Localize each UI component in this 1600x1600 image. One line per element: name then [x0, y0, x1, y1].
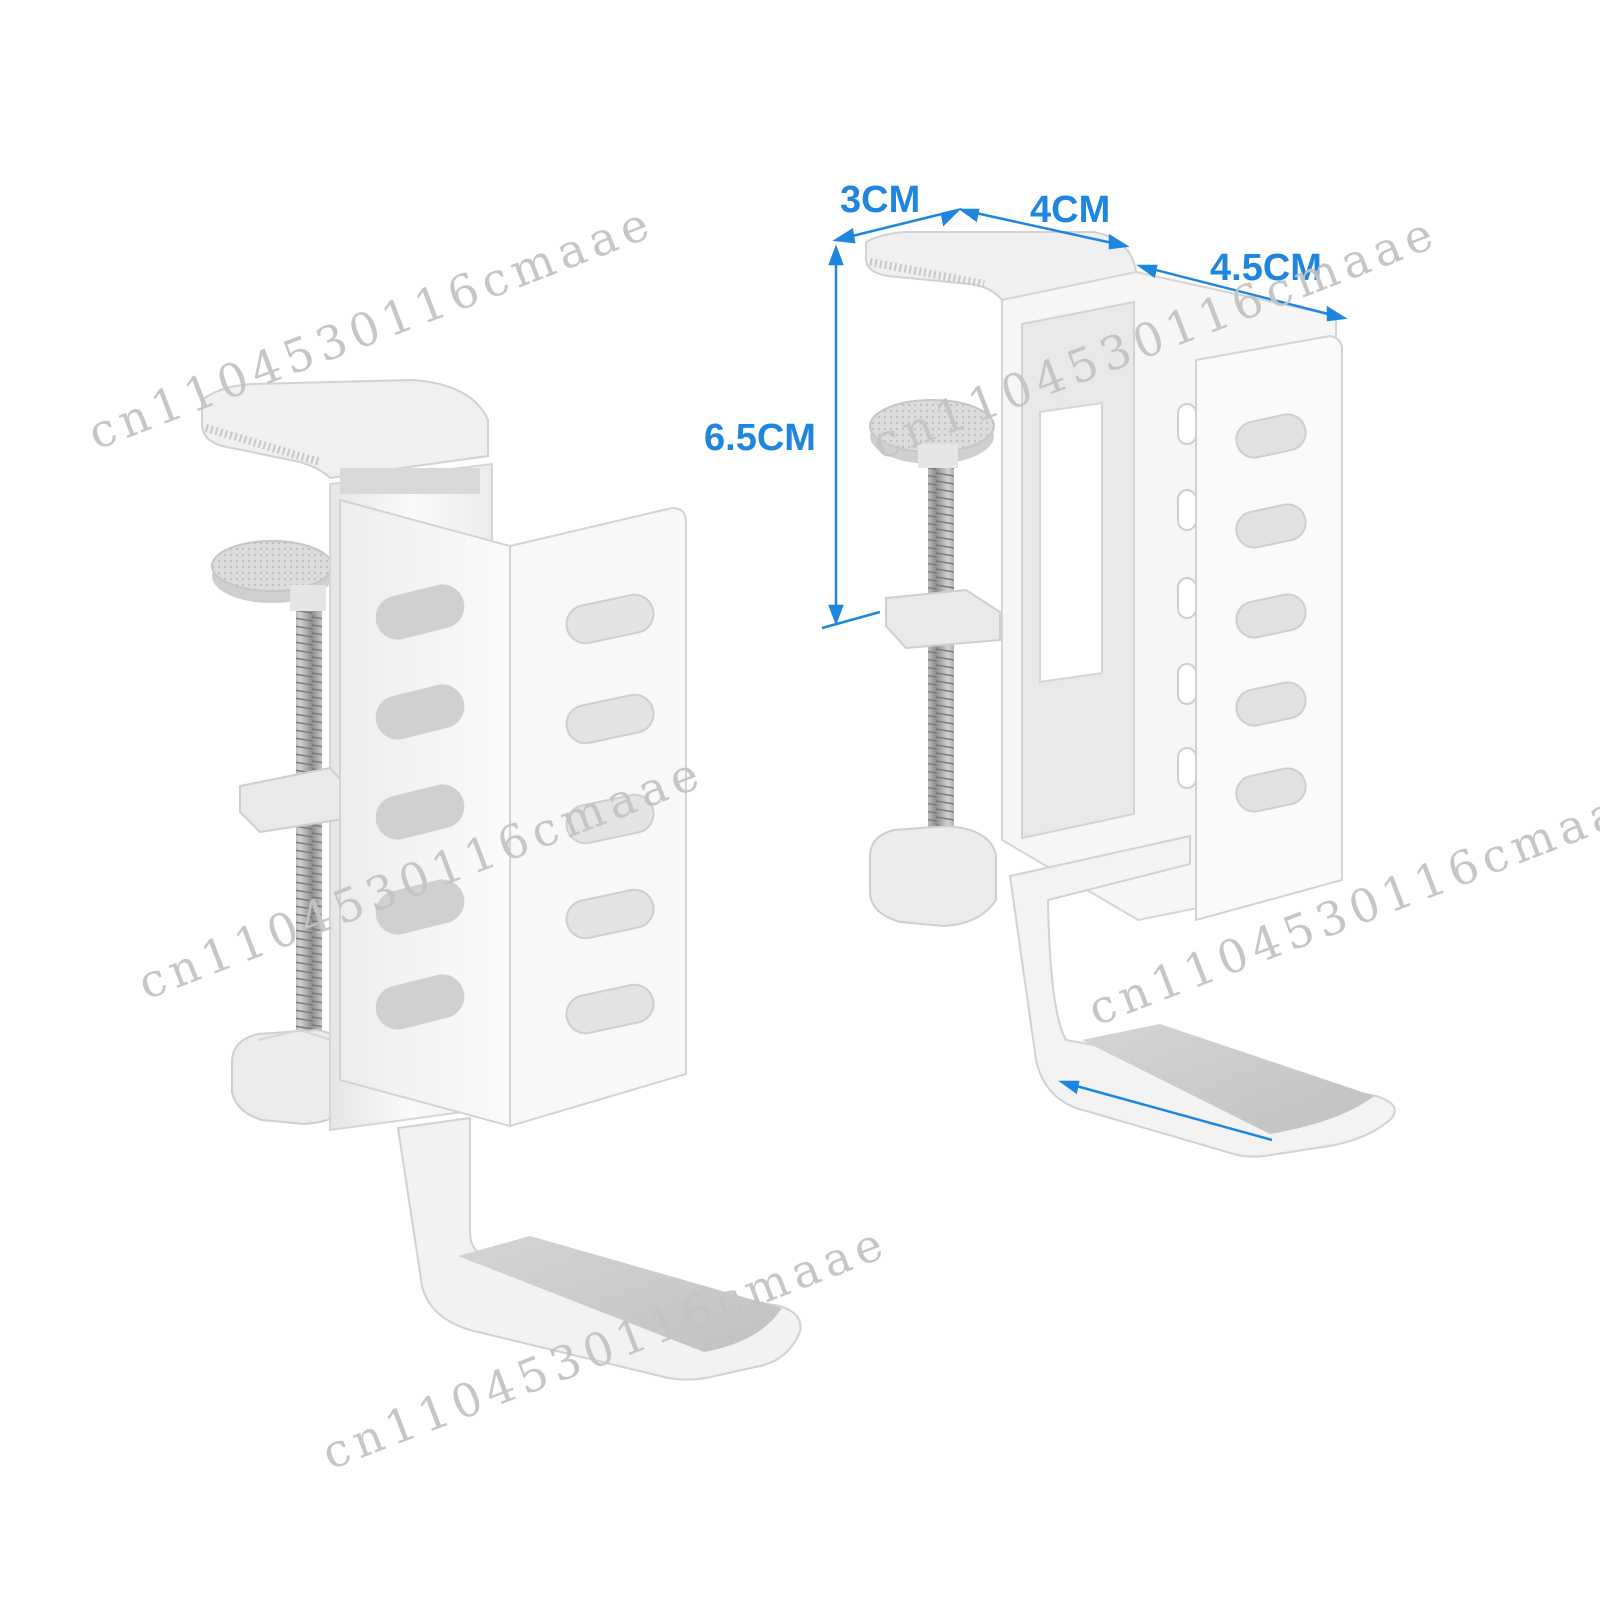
dim-label-height: 6.5CM [704, 417, 816, 459]
left-clamp-hanger [200, 378, 802, 1381]
dim-label-top-depth: 3CM [840, 179, 920, 221]
right-hook-arm [1008, 834, 1396, 1158]
dim-label-side-depth: 4.5CM [1210, 247, 1322, 289]
right-adjust-knob [869, 824, 997, 928]
dim-label-top-width: 4CM [1030, 189, 1110, 231]
right-clamp-plate [885, 588, 1001, 650]
dim-line-top-depth [835, 208, 959, 242]
right-front-slots [1235, 413, 1307, 813]
dimension-lines [821, 207, 1348, 1142]
left-pressure-disk [211, 540, 333, 611]
left-clamp-screw [296, 600, 322, 1070]
left-side-slots [375, 584, 465, 1030]
left-top-jaw [200, 378, 489, 494]
left-hook-pad [458, 1236, 782, 1352]
right-clamp-hanger [864, 231, 1396, 1158]
dim-line-top-width [961, 208, 1127, 248]
right-window-cutout [1039, 401, 1103, 683]
dim-line-side-depth [1139, 264, 1345, 320]
watermark-5: cn1104530116cmaae [315, 1214, 896, 1480]
left-front-slots [565, 593, 655, 1035]
right-pressure-disk [869, 399, 995, 468]
right-hook-pad [1082, 1024, 1374, 1134]
right-clamp-screw [928, 452, 954, 870]
dim-line-hook [1061, 1080, 1273, 1142]
